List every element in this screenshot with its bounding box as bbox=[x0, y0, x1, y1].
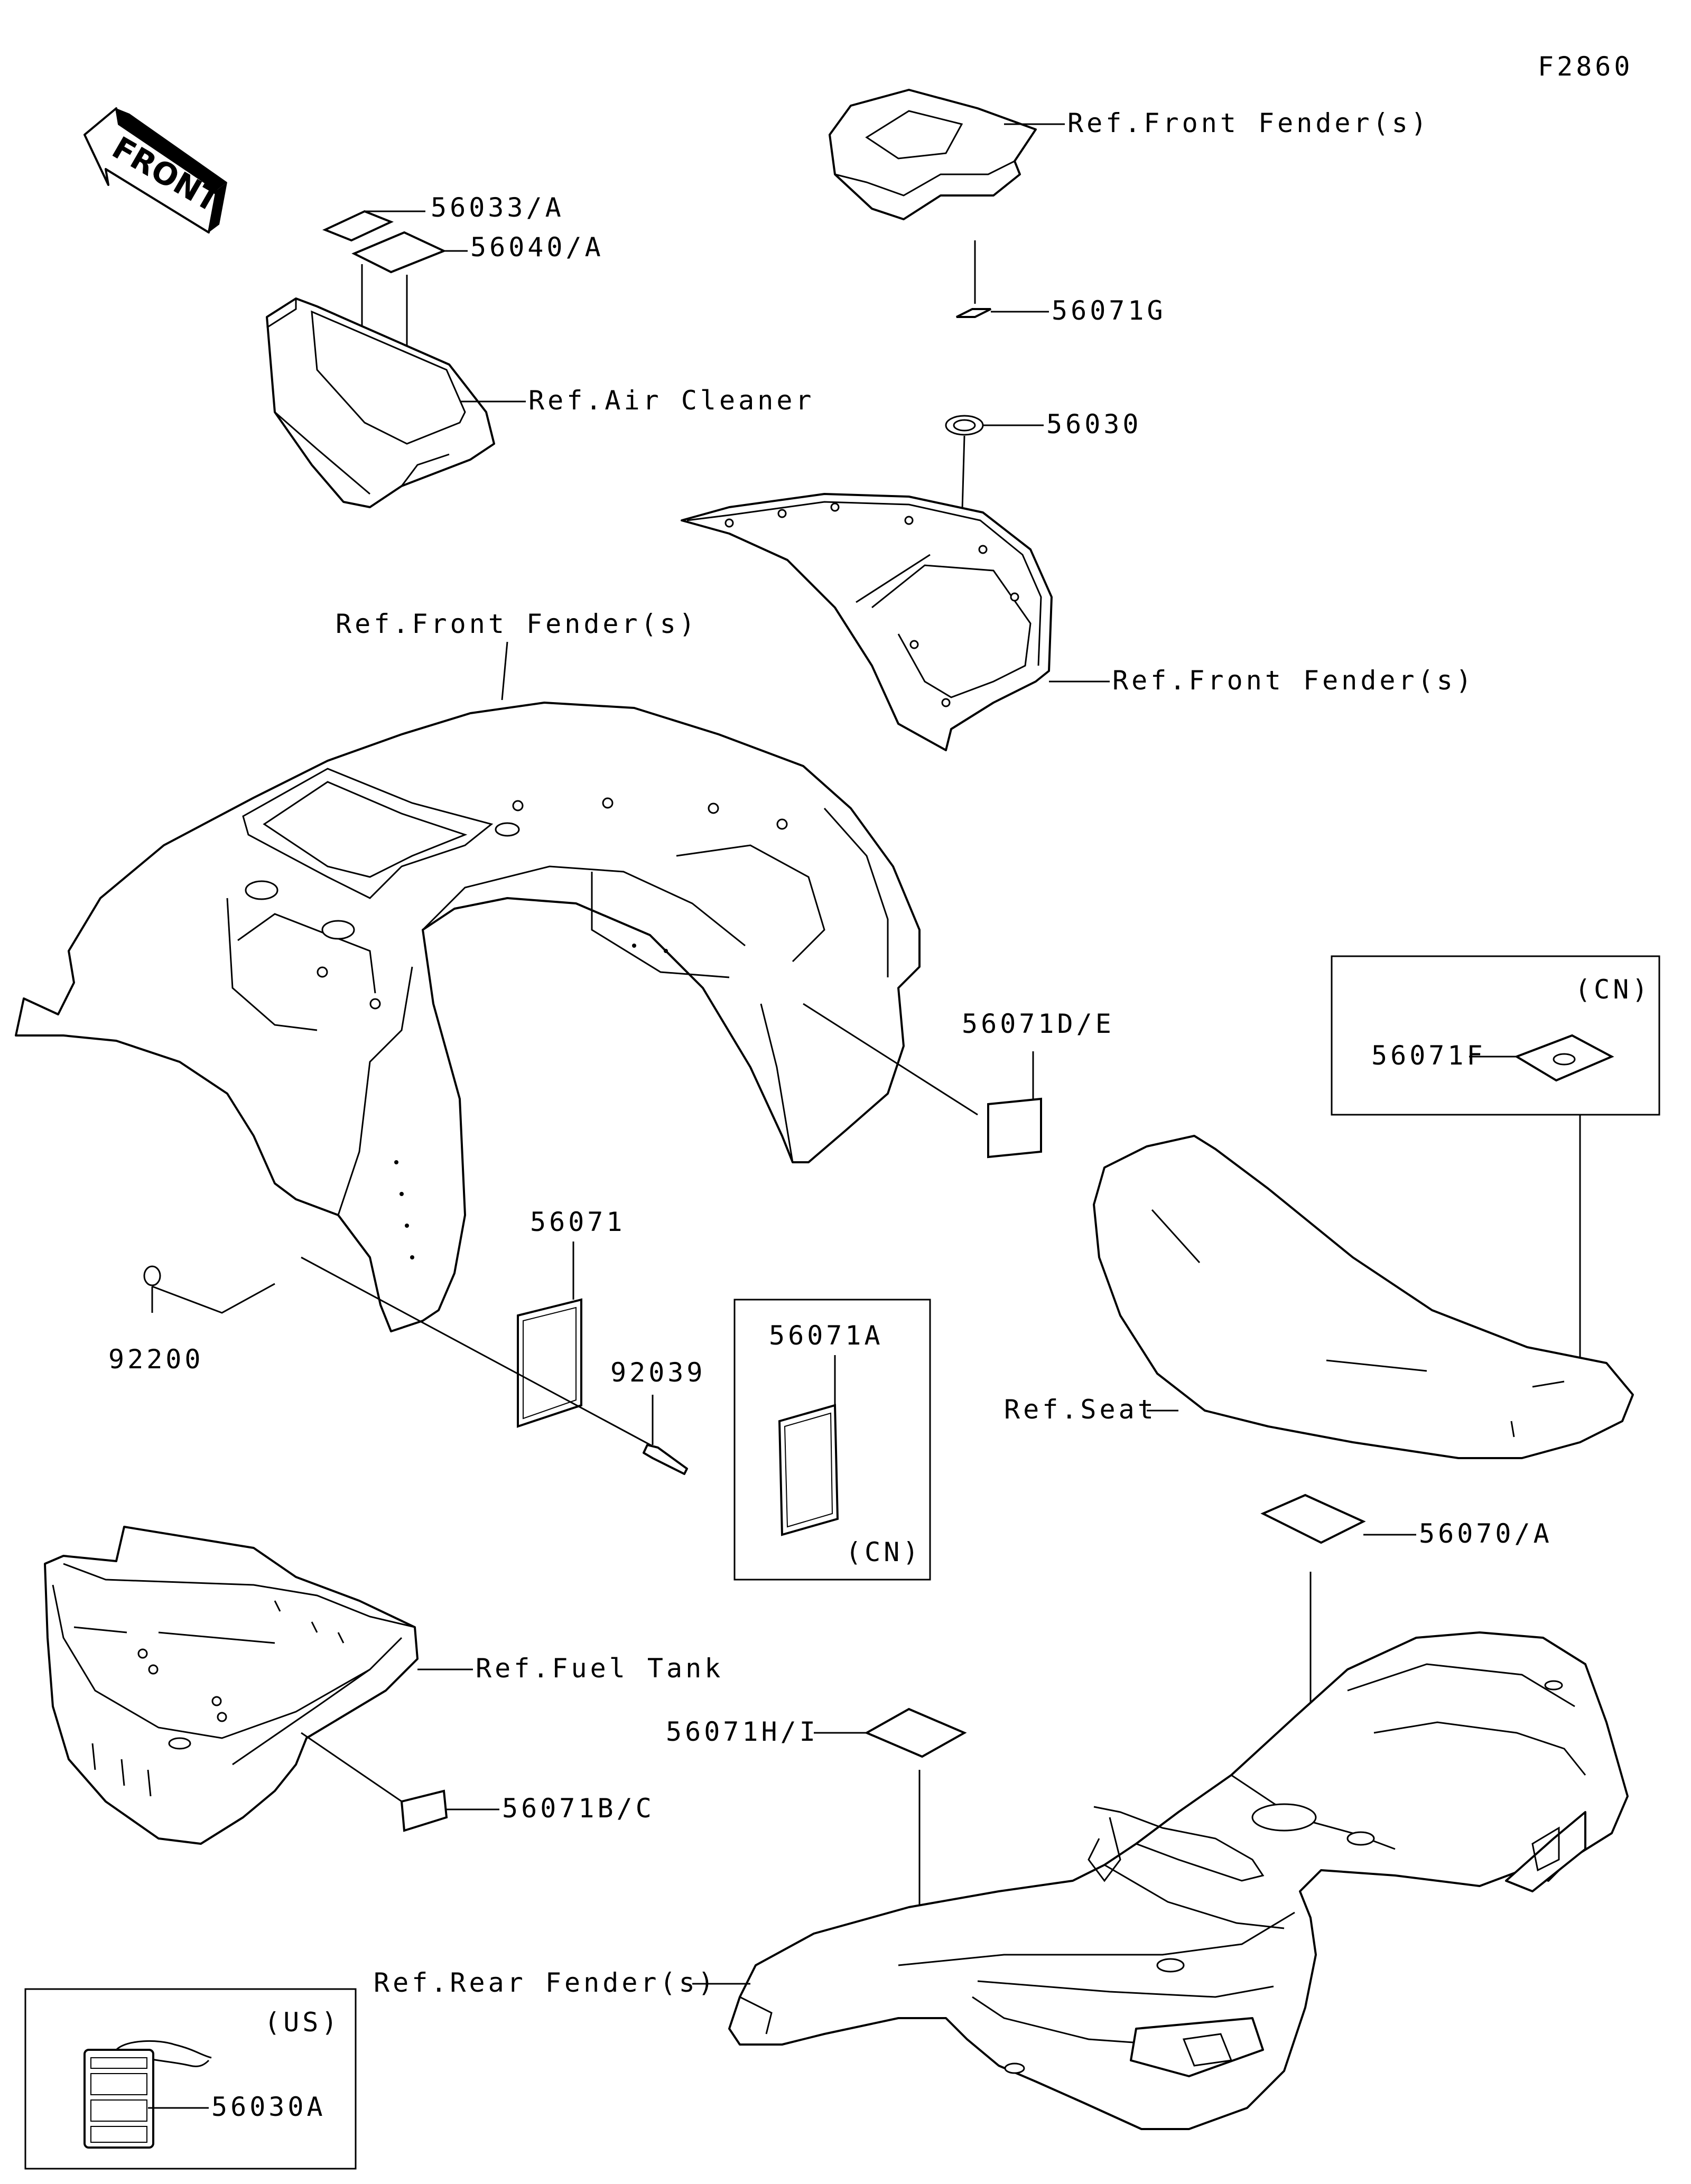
label-56040a: 56040/A bbox=[470, 232, 604, 263]
cn-box-56071a: 56071A (CN) bbox=[733, 1299, 931, 1581]
decal-56071bc bbox=[400, 1789, 448, 1832]
air-cleaner-cover bbox=[266, 297, 495, 508]
rivet-92039 bbox=[643, 1444, 688, 1475]
decal-56033a bbox=[322, 210, 394, 242]
label-92039: 92039 bbox=[610, 1357, 706, 1388]
front-fender-inner-panel bbox=[681, 493, 1053, 751]
grommet-56030 bbox=[945, 415, 984, 436]
cn-tag-top: (CN) bbox=[1575, 974, 1651, 1005]
cn-box-56071f: (CN) 56071F bbox=[1331, 955, 1660, 1116]
decal-56071de bbox=[987, 1097, 1042, 1159]
ref-air-cleaner: Ref.Air Cleaner bbox=[528, 385, 815, 416]
figure-code: F2860 bbox=[1538, 51, 1633, 82]
decal-56071hi bbox=[864, 1707, 967, 1758]
seat bbox=[1093, 1135, 1634, 1459]
label-92200: 92200 bbox=[108, 1344, 204, 1375]
rear-fender bbox=[728, 1631, 1629, 2130]
decal-56070a bbox=[1260, 1494, 1366, 1544]
label-56071a: 56071A bbox=[769, 1320, 884, 1351]
decal-56071 bbox=[517, 1298, 582, 1428]
label-56071f: 56071F bbox=[1371, 1040, 1486, 1071]
ref-rear-fender: Ref.Rear Fender(s) bbox=[374, 1967, 717, 1998]
front-fender-main bbox=[15, 702, 921, 1332]
ref-front-fender-main: Ref.Front Fender(s) bbox=[336, 609, 698, 639]
fuel-tank bbox=[44, 1526, 419, 1845]
ref-fuel-tank: Ref.Fuel Tank bbox=[476, 1653, 723, 1684]
front-direction-arrow-icon: FRONT bbox=[83, 107, 227, 234]
label-56030a: 56030A bbox=[211, 2092, 326, 2122]
us-box-56030a: (US) 56030A bbox=[24, 1988, 357, 2170]
front-fender-top-cover bbox=[829, 89, 1037, 220]
label-56030: 56030 bbox=[1046, 409, 1142, 440]
label-56033a: 56033/A bbox=[431, 192, 564, 223]
ref-front-fender-top: Ref.Front Fender(s) bbox=[1067, 108, 1430, 138]
label-56071g: 56071G bbox=[1052, 295, 1166, 326]
label-56070a: 56070/A bbox=[1419, 1518, 1553, 1549]
label-56071de: 56071D/E bbox=[962, 1009, 1114, 1039]
cn-tag-mid: (CN) bbox=[846, 1537, 922, 1567]
decal-56071g bbox=[956, 308, 991, 318]
label-56071hi: 56071H/I bbox=[666, 1716, 819, 1747]
us-tag: (US) bbox=[264, 2007, 340, 2038]
label-56071bc: 56071B/C bbox=[502, 1793, 655, 1824]
label-56071: 56071 bbox=[530, 1207, 626, 1237]
ref-seat: Ref.Seat bbox=[1004, 1394, 1157, 1425]
decal-56040a bbox=[351, 231, 447, 274]
clip-92200 bbox=[143, 1265, 161, 1286]
ref-front-fender-mid: Ref.Front Fender(s) bbox=[1112, 665, 1475, 696]
